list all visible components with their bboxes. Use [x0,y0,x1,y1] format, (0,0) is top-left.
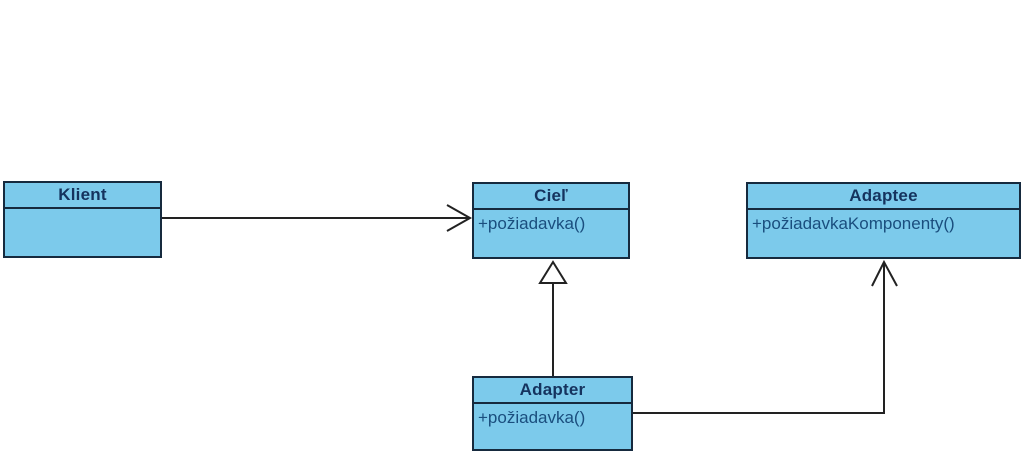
class-box-adapter: Adapter +požiadavka() [472,376,633,451]
class-box-adaptee: Adaptee +požiadavkaKomponenty() [746,182,1021,259]
class-name-adapter: Adapter [474,378,631,404]
class-method: +požiadavkaKomponenty() [752,214,955,233]
class-box-ciel: Cieľ +požiadavka() [472,182,630,259]
association-klient-to-ciel [162,204,473,232]
generalization-adapter-to-ciel [538,260,568,376]
class-method: +požiadavka() [478,408,586,427]
association-adapter-to-adaptee [633,259,898,414]
class-box-klient: Klient [3,181,162,258]
class-name-klient: Klient [5,183,160,209]
open-arrowhead-icon [871,259,898,287]
class-name-ciel: Cieľ [474,184,628,210]
class-body-klient [5,209,160,256]
hollow-triangle-icon [538,260,568,284]
class-body-adaptee: +požiadavkaKomponenty() [748,210,1019,257]
class-body-adapter: +požiadavka() [474,404,631,449]
class-method: +požiadavka() [478,214,586,233]
open-arrowhead-icon [446,204,473,232]
class-body-ciel: +požiadavka() [474,210,628,257]
class-name-adaptee: Adaptee [748,184,1019,210]
